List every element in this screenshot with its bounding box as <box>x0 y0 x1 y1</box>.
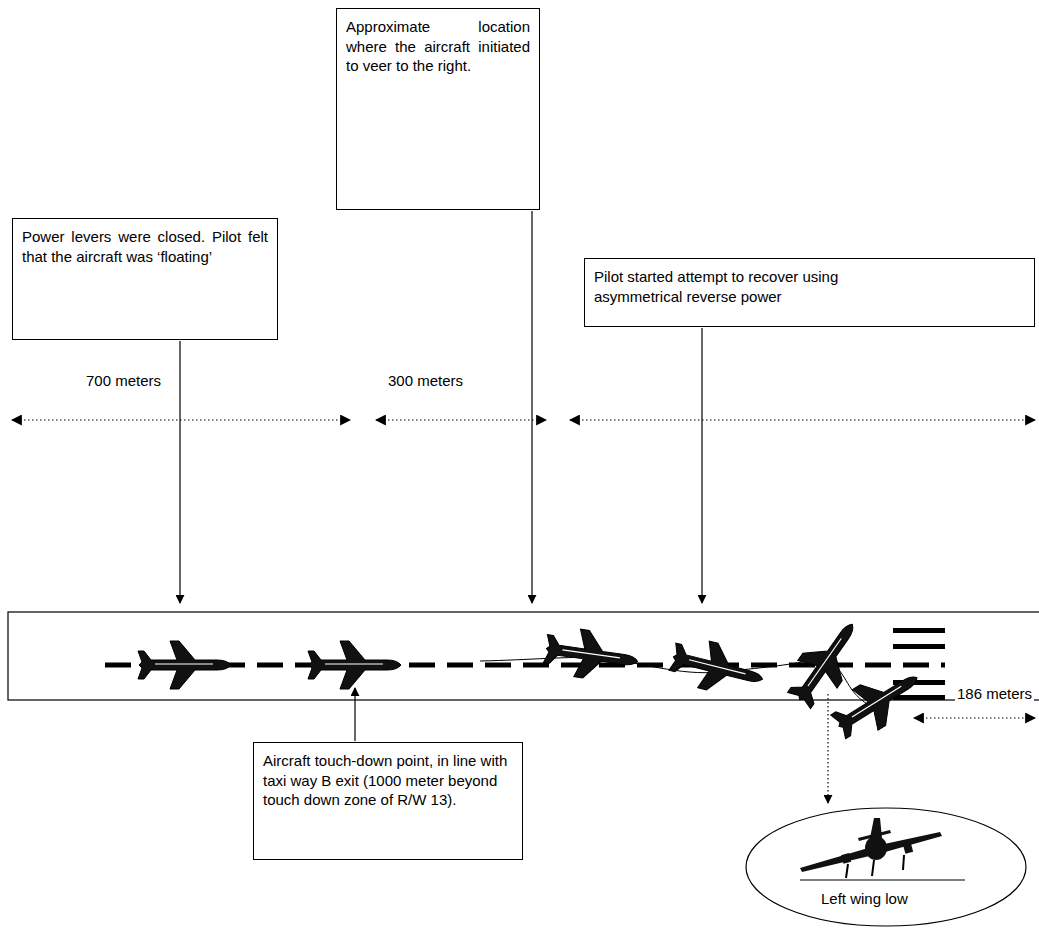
dimension-label: 300 meters <box>386 372 465 390</box>
callout-box: Power levers were closed. Pilot felt tha… <box>12 218 278 340</box>
callout-text: Approximate location where the aircraft … <box>346 17 530 76</box>
ellipse-outline <box>745 807 1027 927</box>
detail-ellipse: Left wing low <box>745 807 1027 927</box>
front-view-aircraft <box>800 818 965 880</box>
dimension-label: 186 meters <box>955 685 1034 703</box>
dimension-label: 700 meters <box>84 372 163 390</box>
callout-box: Approximate location where the aircraft … <box>336 8 540 210</box>
runway <box>8 612 1039 700</box>
callout-text: Pilot started attempt to recover using a… <box>594 267 894 306</box>
callout-text: Aircraft touch-down point, in line with … <box>263 751 513 810</box>
callout-text: Power levers were closed. Pilot felt tha… <box>22 227 268 266</box>
callout-box: Pilot started attempt to recover using a… <box>584 258 1035 327</box>
view-caption: Left wing low <box>821 889 908 909</box>
callout-box: Aircraft touch-down point, in line with … <box>253 742 523 860</box>
aircraft-positions <box>138 611 930 748</box>
